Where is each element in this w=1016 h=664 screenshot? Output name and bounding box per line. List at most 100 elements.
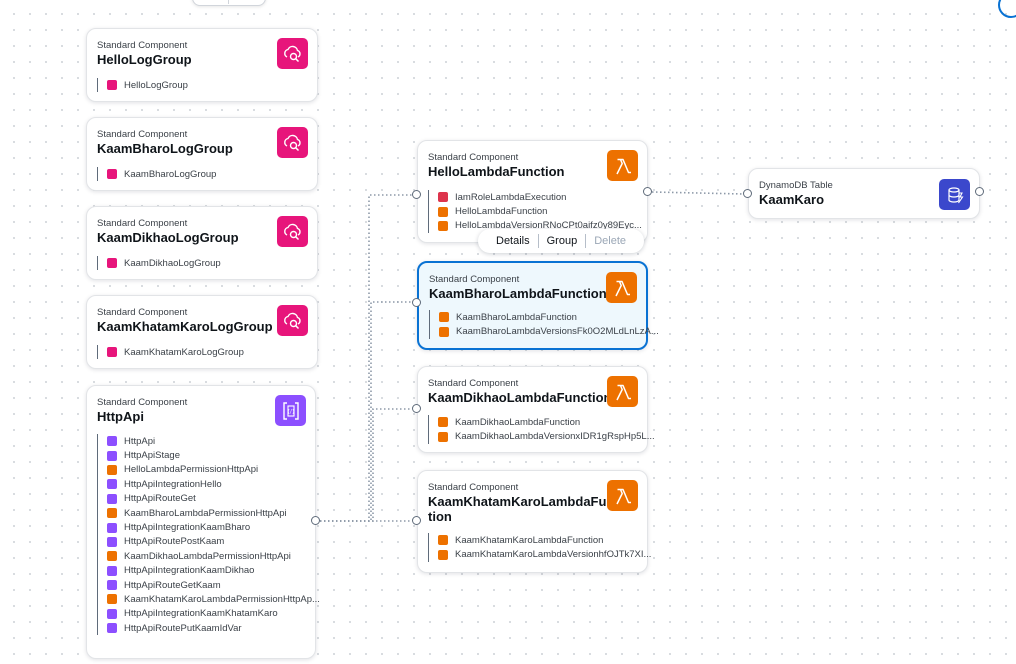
top-button-divider (228, 0, 229, 4)
lambda-icon (439, 326, 449, 337)
wire-httpapi-to-kaamdikhao (320, 408, 412, 522)
node-title: KaamDikhaoLambdaFunction (428, 390, 612, 405)
delete-button[interactable]: Delete (594, 235, 626, 247)
resource-label: KaamBharoLambdaPermissionHttpApi (124, 507, 287, 519)
resource-label: HttpApiIntegrationHello (124, 478, 222, 490)
node-hello-lambda[interactable]: Standard Component HelloLambdaFunction I… (417, 140, 648, 243)
lambda-icon (438, 206, 448, 217)
resource-item: KaamBharoLambdaFunction (439, 310, 659, 324)
cloudwatch-icon (107, 258, 117, 269)
node-type-label: Standard Component (429, 274, 520, 285)
output-port[interactable] (311, 516, 320, 525)
node-title: KaamKhatamKaroLambdaFunc tion (428, 494, 622, 524)
api-icon (107, 580, 117, 591)
wire-httpapi-to-kaambharo (320, 301, 412, 522)
resource-label: KaamDikhaoLambdaVersionxIDR1gRspHp5L... (455, 431, 655, 443)
resource-item: HttpApiRouteGet (107, 492, 320, 506)
input-port[interactable] (412, 190, 421, 199)
cloudwatch-icon (277, 38, 308, 69)
api-icon (107, 450, 117, 461)
lambda-icon (107, 508, 117, 519)
resource-label: KaamKhatamKaroLogGroup (124, 346, 244, 358)
top-button-group[interactable] (192, 0, 266, 6)
resource-item: KaamBharoLambdaPermissionHttpApi (107, 506, 320, 520)
resource-item: HttpApiIntegrationKaamDikhao (107, 564, 320, 578)
resource-label: HttpApiIntegrationKaamBharo (124, 522, 251, 534)
lambda-icon (607, 376, 638, 407)
toolbar-separator (537, 234, 539, 248)
resource-item: KaamDikhaoLogGroup (107, 256, 221, 270)
lambda-icon (607, 150, 638, 181)
node-hello-log-group[interactable]: Standard Component HelloLogGroup HelloLo… (86, 28, 318, 102)
lambda-icon (438, 549, 448, 560)
wire-hello-to-dynamodb (651, 191, 745, 195)
node-title: HelloLambdaFunction (428, 164, 565, 179)
api-icon (107, 565, 117, 576)
resource-item: HttpApiStage (107, 448, 320, 462)
cloudwatch-icon (107, 80, 117, 91)
node-action-toolbar: Details Group Delete (478, 229, 644, 253)
resource-label: KaamKhatamKaroLambdaVersionhfOJTk7XI... (455, 549, 652, 561)
api-icon (107, 493, 117, 504)
api-gateway-icon: {/} (275, 395, 306, 426)
details-button[interactable]: Details (496, 235, 530, 247)
node-title: KaamBharoLogGroup (97, 141, 233, 156)
resource-label: HelloLambdaFunction (455, 206, 548, 218)
node-kaamdikhao-log-group[interactable]: Standard Component KaamDikhaoLogGroup Ka… (86, 206, 318, 280)
resource-label: HttpApiRoutePutKaamIdVar (124, 622, 242, 634)
resource-item: KaamKhatamKaroLambdaPermissionHttpAp... (107, 592, 320, 606)
resource-item: HttpApi (107, 434, 320, 448)
input-port[interactable] (743, 189, 752, 198)
cloudwatch-icon (107, 169, 117, 180)
resource-label: HttpApiStage (124, 450, 180, 462)
api-icon (107, 536, 117, 547)
lambda-icon (606, 272, 637, 303)
node-title: KaamKaro (759, 192, 825, 207)
dynamodb-icon (939, 179, 970, 210)
resource-label: HttpApiIntegrationKaamKhatamKaro (124, 608, 278, 620)
input-port[interactable] (412, 298, 421, 307)
group-button[interactable]: Group (546, 235, 578, 247)
resource-item: KaamDikhaoLambdaVersionxIDR1gRspHp5L... (438, 429, 655, 443)
node-kaambharo-log-group[interactable]: Standard Component KaamBharoLogGroup Kaa… (86, 117, 318, 191)
resource-list: KaamKhatamKaroLogGroup (97, 345, 244, 360)
resource-label: KaamBharoLogGroup (124, 168, 217, 180)
resource-label: KaamKhatamKaroLambdaPermissionHttpAp... (124, 593, 320, 605)
lambda-icon (107, 594, 117, 605)
node-kaamkhatamkaro-lambda[interactable]: Standard Component KaamKhatamKaroLambdaF… (417, 470, 652, 573)
resource-label: KaamKhatamKaroLambdaFunction (455, 534, 604, 546)
node-kaamkhatamkaro-log-group[interactable]: Standard Component KaamKhatamKaroLogGrou… (86, 295, 318, 369)
lambda-icon (439, 312, 449, 323)
resource-list: KaamDikhaoLogGroup (97, 256, 221, 271)
node-kaambharo-lambda[interactable]: Standard Component KaamBharoLambdaFuncti… (417, 261, 659, 350)
resource-label: HttpApiIntegrationKaamDikhao (124, 565, 255, 577)
output-port[interactable] (643, 187, 652, 196)
api-icon (107, 479, 117, 490)
api-icon (107, 522, 117, 533)
lambda-icon (107, 551, 117, 562)
resource-item: HttpApiRouteGetKaam (107, 578, 320, 592)
input-port[interactable] (412, 516, 421, 525)
lambda-icon (438, 417, 448, 428)
node-type-label: Standard Component (97, 397, 188, 408)
api-icon (107, 608, 117, 619)
input-port[interactable] (412, 404, 421, 413)
node-type-label: DynamoDB Table (759, 180, 833, 191)
resource-label: KaamBharoLambdaFunction (456, 311, 577, 323)
node-kaamdikhao-lambda[interactable]: Standard Component KaamDikhaoLambdaFunct… (417, 366, 655, 453)
resource-label: KaamDikhaoLambdaFunction (455, 416, 581, 428)
cloudwatch-icon (277, 216, 308, 247)
resource-label: HelloLambdaPermissionHttpApi (124, 464, 259, 476)
output-port[interactable] (975, 187, 984, 196)
node-dynamodb-table[interactable]: DynamoDB Table KaamKaro (748, 168, 980, 219)
api-icon (107, 436, 117, 447)
resource-label: KaamDikhaoLambdaPermissionHttpApi (124, 550, 291, 562)
resource-list: HelloLogGroup (97, 78, 188, 93)
resource-label: HelloLogGroup (124, 79, 188, 91)
wire-httpapi-to-hello (320, 194, 412, 522)
resource-item: HelloLambdaVersionRNoCPt0aifz0y89Eyc... (438, 219, 642, 233)
